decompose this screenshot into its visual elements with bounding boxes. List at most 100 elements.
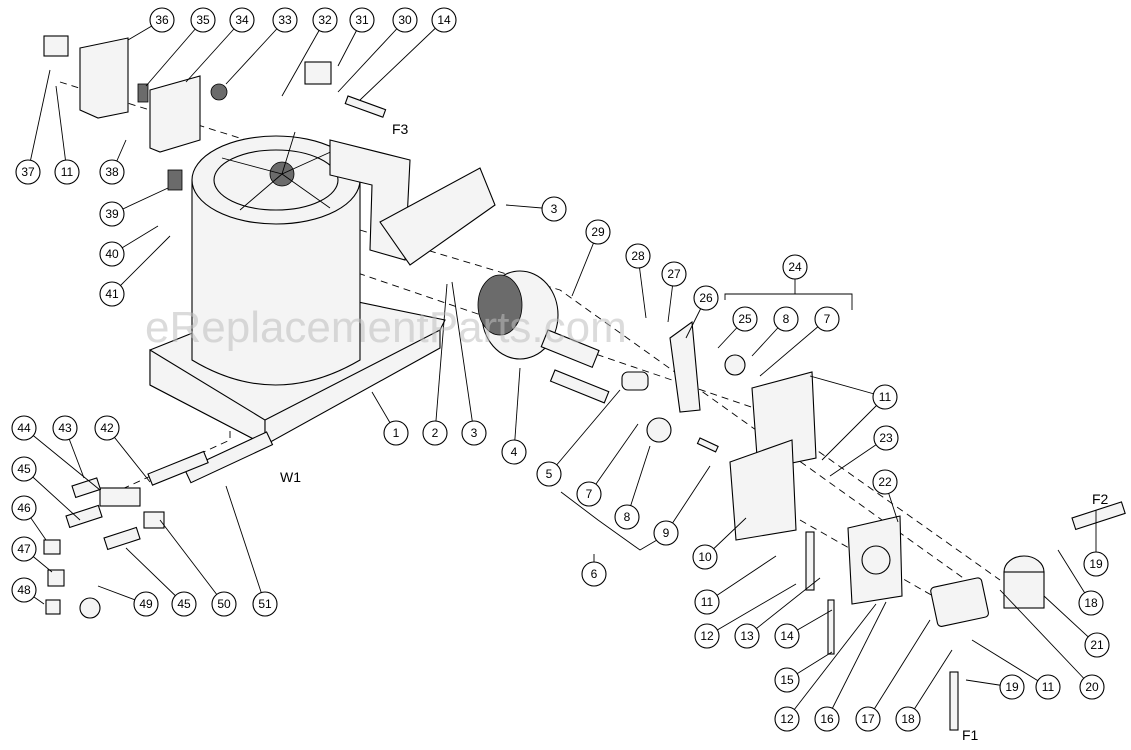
callout-number: 41 [105,287,119,301]
callout-bubble: 9 [653,520,679,546]
callout-number: 48 [17,583,31,597]
callout-number: 11 [61,165,74,179]
callout-bubble: 45 [171,591,197,617]
callout-bubble: 36 [149,7,175,33]
callout-bubble: 12 [774,706,800,732]
callout-bubble: 14 [431,7,457,33]
callout-number: 3 [551,202,558,216]
callout-number: 2 [432,426,439,440]
callout-bubble: 1 [383,420,409,446]
callout-number: 31 [355,13,369,27]
callout-number: 51 [258,597,272,611]
callout-bubble: 24 [782,254,808,280]
callout-bubble: 35 [190,7,216,33]
callout-number: 27 [667,267,681,281]
callout-bubble: 16 [814,706,840,732]
callout-bubble: 12 [694,623,720,649]
callout-number: 15 [780,673,794,687]
callout-number: 33 [278,13,292,27]
callout-number: 23 [879,431,893,445]
callout-number: 6 [591,567,598,581]
callout-number: 45 [177,597,191,611]
callout-number: 50 [217,597,231,611]
callout-bubble: 4 [501,439,527,465]
callout-number: 18 [1084,596,1098,610]
callout-bubble: 48 [11,577,37,603]
callout-number: 26 [699,291,713,305]
callout-number: 37 [21,165,35,179]
callout-number: 25 [738,312,752,326]
callout-bubble: 13 [734,623,760,649]
callout-number: 24 [788,260,802,274]
callout-bubble: 50 [211,591,237,617]
callout-number: 29 [591,225,605,239]
callout-bubble: 42 [94,415,120,441]
callout-bubble: 3 [461,420,487,446]
callout-number: 7 [824,312,831,326]
callout-bubble: 11 [694,589,720,615]
callout-bubble: 5 [536,461,562,487]
callout-number: 12 [700,629,714,643]
callout-number: 19 [1005,680,1019,694]
callout-bubble: 6 [581,561,607,587]
callout-bubble: 7 [814,306,840,332]
callout-number: 3 [471,426,478,440]
callout-number: 36 [155,13,169,27]
callout-number: 12 [780,712,794,726]
upper-bracket [329,139,496,266]
callout-bubble: 33 [272,7,298,33]
callout-number: 8 [624,510,631,524]
callout-number: 39 [105,207,119,221]
callout-bubble: 14 [774,623,800,649]
callout-number: 35 [196,13,210,27]
callout-number: 38 [105,165,119,179]
callout-number: 45 [17,462,31,476]
flag-w1-label: W1 [280,469,301,485]
flag-f3-label: F3 [392,121,409,137]
callout-bubble: 18 [1078,590,1104,616]
callout-bubble: 22 [872,469,898,495]
callout-number: 13 [740,629,754,643]
callout-number: 30 [398,13,412,27]
callout-number: 32 [318,13,332,27]
callout-number: 21 [1090,638,1104,652]
callout-number: 43 [58,421,72,435]
callout-bubble: 49 [133,591,159,617]
drum-tank [191,131,361,386]
callout-bubble: 40 [99,241,125,267]
callout-bubble: 26 [693,285,719,311]
callout-bubble: 45 [11,456,37,482]
callout-bubble: 18 [895,706,921,732]
callout-bubble: 19 [999,674,1025,700]
callout-bubble: 11 [54,159,80,185]
callout-bubble: 11 [1035,674,1061,700]
callout-number: 14 [437,13,451,27]
top-small-parts [43,35,387,191]
callout-bubble: 15 [774,667,800,693]
callout-bubble: 8 [614,504,640,530]
callout-number: 11 [1042,680,1055,694]
callout-number: 5 [546,467,553,481]
callout-bubble: 19 [1083,551,1109,577]
callout-bubble: 29 [585,219,611,245]
callout-number: 16 [820,712,834,726]
callout-number: 14 [780,629,794,643]
callout-bubble: 39 [99,201,125,227]
callout-number: 28 [631,249,645,263]
callout-bubble: 30 [392,7,418,33]
callout-bubble: 34 [229,7,255,33]
callout-bubble: 37 [15,159,41,185]
right-brackets [669,320,903,605]
callout-number: 46 [17,501,31,515]
callout-number: 8 [783,312,790,326]
callout-number: 40 [105,247,119,261]
callout-bubble: 51 [252,591,278,617]
right-valves [646,354,1126,731]
callout-bubble: 11 [872,384,898,410]
callout-bubble: 31 [349,7,375,33]
callout-number: 18 [901,712,915,726]
callout-bubble: 8 [773,306,799,332]
callout-number: 10 [698,550,712,564]
callout-number: 7 [586,487,593,501]
callout-number: 20 [1085,680,1099,694]
